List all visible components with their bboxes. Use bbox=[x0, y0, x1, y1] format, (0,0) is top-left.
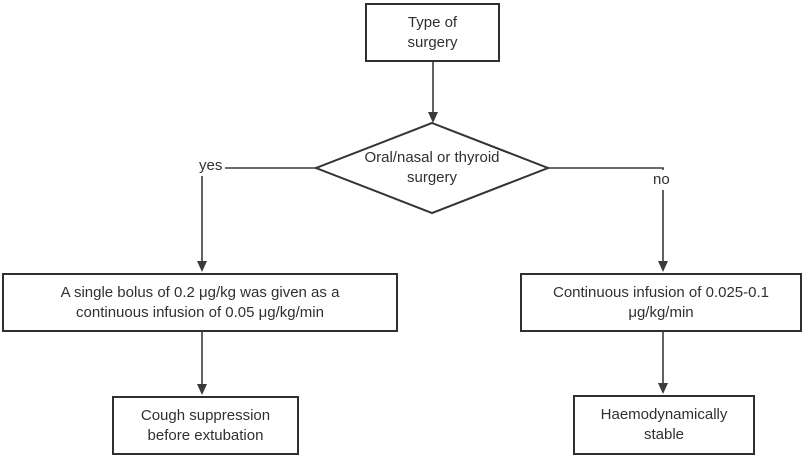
arrowhead-down-icon bbox=[197, 261, 207, 272]
node-continuous-infusion: Continuous infusion of 0.025-0.1 μg/kg/m… bbox=[520, 273, 802, 332]
arrowhead-down-icon bbox=[658, 261, 668, 272]
arrowhead-down-icon bbox=[428, 112, 438, 123]
arrowhead-down-icon bbox=[658, 383, 668, 394]
decision-diamond-shape bbox=[313, 121, 551, 215]
edge-decision-to-left-action bbox=[201, 167, 316, 262]
edge-decision-to-right-action bbox=[548, 167, 664, 262]
edge-label-no: no bbox=[650, 170, 673, 190]
arrowhead-down-icon bbox=[197, 384, 207, 395]
node-single-bolus-infusion: A single bolus of 0.2 μg/kg was given as… bbox=[2, 273, 398, 332]
node-type-of-surgery: Type of surgery bbox=[365, 3, 500, 62]
edge-label-yes: yes bbox=[196, 156, 226, 176]
node-haemodynamically-stable: Haemodynamically stable bbox=[573, 395, 755, 455]
decision-label-oral-nasal-thyroid: Oral/nasal or thyroid surgery bbox=[364, 149, 500, 186]
node-cough-suppression: Cough suppression before extubation bbox=[112, 396, 299, 455]
